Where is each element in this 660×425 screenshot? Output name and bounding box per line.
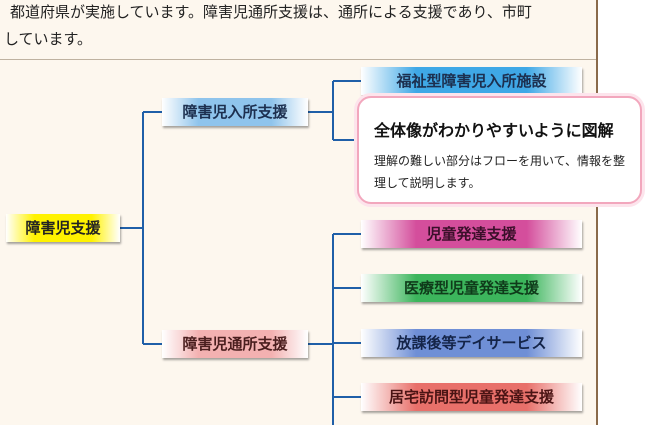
- textbook-page: 都道府県が実施しています。障害児通所支援は、通所による支援であり、市町 していま…: [0, 0, 598, 425]
- leaf-node-welfare-facility: 福祉型障害児入所施設: [361, 67, 582, 95]
- leaf-node-child-development: 児童発達支援: [361, 220, 582, 248]
- paragraph-line-1: 都道府県が実施しています。障害児通所支援は、通所による支援であり、市町: [10, 3, 532, 21]
- paragraph-line-2: しています。: [4, 30, 93, 48]
- branch-node-residential: 障害児入所支援: [162, 98, 308, 126]
- branch-node-daycare: 障害児通所支援: [162, 330, 308, 358]
- feature-callout: 全体像がわかりやすいように図解 理解の難しい部分はフローを用いて、情報を整理して…: [357, 96, 642, 204]
- leaf-node-medical-child-development: 医療型児童発達支援: [361, 274, 582, 302]
- connector-lines: [120, 80, 361, 425]
- section-divider: [0, 59, 596, 60]
- callout-body: 理解の難しい部分はフローを用いて、情報を整理して説明します。: [374, 154, 626, 190]
- leaf-node-after-school-service: 放課後等デイサービス: [361, 329, 582, 357]
- leaf-node-home-visit-development: 居宅訪問型児童発達支援: [361, 383, 582, 411]
- root-node: 障害児支援: [6, 214, 120, 242]
- callout-title: 全体像がわかりやすいように図解: [374, 121, 614, 140]
